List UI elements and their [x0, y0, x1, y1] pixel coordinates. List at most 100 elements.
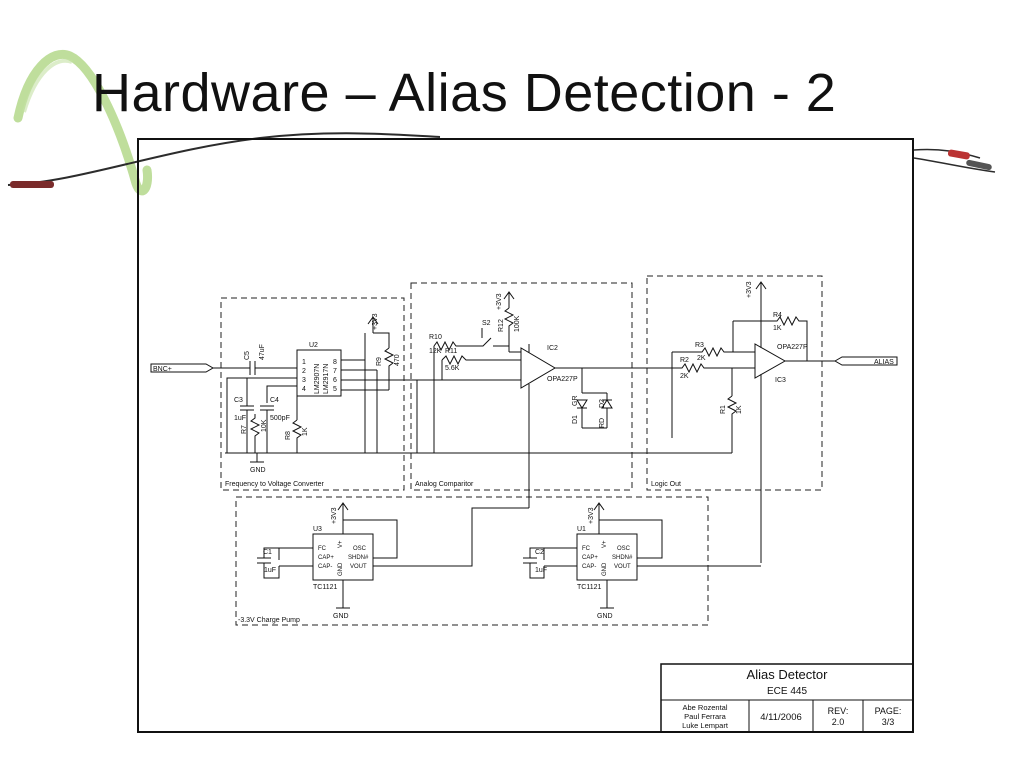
r12-ref: R12	[498, 319, 505, 332]
slide-title: Hardware – Alias Detection - 2	[92, 63, 837, 123]
vcc-arrow-icon	[337, 502, 349, 511]
block-logic-box	[646, 275, 823, 491]
green-swoosh-shape	[13, 50, 153, 196]
wire	[373, 332, 390, 348]
r7-value: 10K	[261, 419, 268, 432]
r2-resistor	[672, 362, 749, 374]
u1-pin-right: VOUT	[614, 564, 631, 570]
net-output-label: ALIAS	[874, 359, 894, 366]
u3-pin-right: OSC	[353, 546, 367, 552]
d1-ref: D1	[572, 415, 579, 424]
r8-resistor	[291, 419, 303, 453]
r12-resistor	[503, 307, 515, 352]
u1-pin-vp: V+	[602, 540, 608, 548]
c1-ref: C1	[263, 549, 272, 556]
r11-value: 5.6K	[445, 365, 460, 372]
gnd-label: GND	[597, 613, 613, 620]
schematic-frame	[137, 138, 914, 733]
r8-ref: R8	[285, 431, 292, 440]
title-block-title: Alias Detector	[747, 667, 829, 682]
c4-ref: C4	[270, 397, 279, 404]
d2-value: RD	[599, 418, 606, 428]
net-input-label: BNC+	[153, 366, 172, 373]
r10-ref: R10	[429, 334, 442, 341]
u1-pin-right: OSC	[617, 546, 631, 552]
probe-clip-right-icon	[947, 149, 970, 160]
ic2-opamp	[520, 347, 556, 389]
title-block-author: Luke Lempart	[682, 721, 729, 730]
r4-ref: R4	[773, 312, 782, 319]
u3-pin-left: CAP+	[318, 555, 334, 561]
u2-pin-label: 7	[333, 368, 337, 375]
u2-pin-label: 8	[333, 359, 337, 366]
d1-value: GR	[572, 396, 579, 407]
ic3-ref: IC3	[775, 377, 786, 384]
probe-cable-right-2	[913, 157, 996, 173]
u1-pin-left: FC	[582, 546, 591, 552]
probe-tip-left-icon	[10, 181, 54, 188]
u2-pin-label: 2	[302, 368, 306, 375]
d1-led-icon	[576, 399, 588, 409]
wire	[529, 563, 545, 579]
vcc-arrow-icon	[593, 502, 605, 511]
s2-switch	[477, 337, 492, 347]
u1-pin-left: CAP-	[582, 564, 596, 570]
u3-pin-left: FC	[318, 546, 327, 552]
block-label-comparator: Analog Comparitor	[415, 481, 474, 488]
r1-value: 1K	[736, 405, 743, 414]
c5-value: 47uF	[259, 344, 266, 360]
r1-resistor	[726, 395, 738, 453]
r4-value: 1K	[773, 325, 782, 332]
output-connector	[833, 356, 898, 366]
u2-chip	[296, 349, 342, 397]
vcc-label: +3V3	[588, 507, 595, 524]
title-block-course: ECE 445	[767, 686, 807, 697]
r4-resistor	[733, 315, 808, 361]
u1-pin-left: CAP+	[582, 555, 598, 561]
wire	[599, 519, 663, 559]
gnd-label: GND	[250, 467, 266, 474]
wire	[263, 547, 279, 558]
u2-ref: U2	[309, 342, 318, 349]
wire	[543, 547, 577, 560]
r8-value: 1K	[302, 427, 309, 436]
wire	[373, 507, 529, 567]
r9-resistor	[383, 347, 395, 390]
c4-value: 500pF	[270, 415, 290, 422]
probe-clip-right-2-icon	[966, 159, 992, 171]
ic2-ref: IC2	[547, 345, 558, 352]
u2-pin-label: 4	[302, 386, 306, 393]
r7-ref: R7	[241, 425, 248, 434]
d2-ref: D2	[599, 399, 606, 408]
r9-ref: R9	[376, 357, 383, 366]
u3-pin-right: VOUT	[350, 564, 367, 570]
u2-pin-label: 3	[302, 377, 306, 384]
wire	[266, 385, 297, 403]
block-f2v-box	[220, 297, 405, 491]
title-block-frame	[660, 663, 914, 733]
u3-ref: U3	[313, 526, 322, 533]
u3-name: TC1121	[313, 584, 337, 591]
u1-pin-gnd: GND	[602, 562, 608, 576]
u1-name: TC1121	[577, 584, 601, 591]
u2-pin-label: 5	[333, 386, 337, 393]
r2-value: 2K	[680, 373, 689, 380]
u3-pin-gnd: GND	[338, 562, 344, 576]
u3-pin-vp: V+	[338, 540, 344, 548]
input-connector	[150, 363, 215, 373]
ic3-name: OPA227P	[777, 344, 808, 351]
u2-name: LM2907N	[314, 364, 321, 394]
r1-ref: R1	[720, 405, 727, 414]
wire	[278, 547, 313, 560]
title-block-page: 3/3	[882, 717, 895, 727]
c5-ref: C5	[244, 351, 251, 360]
ic3-opamp	[754, 343, 787, 379]
probe-cable-right	[913, 148, 981, 159]
wire	[529, 547, 544, 558]
vcc-label: +3V3	[372, 313, 379, 330]
wire	[227, 377, 248, 406]
block-comparator-box	[410, 282, 633, 491]
title-block-date: 4/11/2006	[760, 712, 802, 723]
u2-alt-name: LM2917N	[323, 364, 330, 394]
r11-ref: R11	[445, 348, 457, 355]
